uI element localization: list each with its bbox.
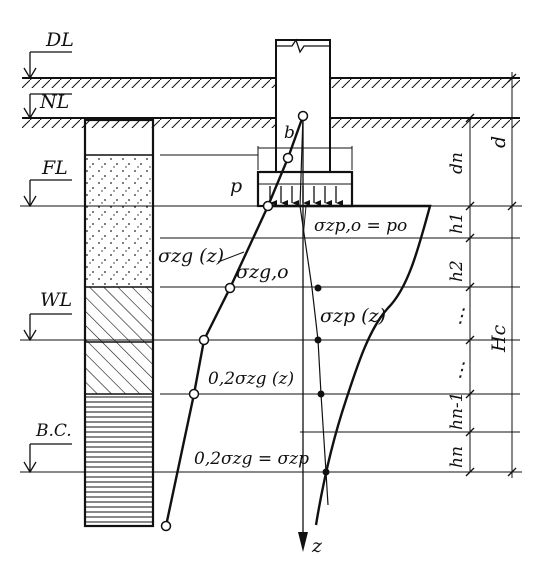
sigma-zp0-label: σzp,o = po — [314, 216, 407, 236]
wl-label: WL — [40, 289, 72, 311]
hn-label: hn — [447, 446, 467, 468]
hc-label: Hc — [488, 324, 510, 353]
hn1-label: hn-1 — [447, 392, 467, 430]
dl-label: DL — [45, 29, 74, 51]
footing — [256, 170, 354, 208]
sigma-zg0-label: σzg,o — [236, 261, 289, 283]
dn-label: dn — [447, 152, 467, 174]
column-outline — [83, 118, 155, 528]
fl-label: FL — [41, 157, 68, 179]
sigma-zp-curve — [268, 204, 432, 526]
nl-label: NL — [39, 91, 69, 113]
z-axis-arrow — [298, 532, 308, 552]
z-axis: z — [298, 118, 323, 557]
ground-surfaces — [22, 77, 520, 128]
bc-label: B.C. — [35, 421, 72, 441]
d-label: d — [488, 136, 510, 148]
sigma-zg02-label: 0,2σzg (z) — [208, 369, 294, 389]
h1-label: h1 — [447, 212, 467, 234]
design-level-hatch — [22, 79, 520, 88]
dots-label-1: ⋮ — [451, 305, 470, 327]
reference-lines — [20, 154, 522, 473]
clay-layer-1 — [85, 287, 153, 342]
bc-marker: B.C. — [23, 421, 72, 474]
wl-marker: WL — [23, 289, 72, 342]
fl-marker: FL — [23, 157, 72, 208]
foundation: p b — [230, 38, 354, 208]
sand-layer — [85, 155, 153, 287]
width-b-label: b — [284, 123, 295, 143]
filled-markers — [314, 284, 330, 476]
h2-label: h2 — [447, 260, 467, 282]
sigma-zg-label: σzg (z) — [158, 245, 224, 267]
bedrock-layer — [85, 394, 153, 526]
level-markers: DL NL FL WL B.C. — [23, 29, 74, 474]
sigma-zp-tick — [302, 205, 307, 239]
stress-curves — [160, 110, 432, 532]
z-axis-label: z — [311, 535, 323, 557]
clay-layer-2 — [85, 342, 153, 394]
width-b-dimension: b — [257, 123, 353, 170]
sigma-zp-label: σzp (z) — [320, 305, 386, 327]
stress-labels: σzg (z) σzg,o σzp,o = po σzp (z) 0,2σzg … — [158, 216, 407, 469]
dimension-chain: dn d h1 h2 ⋮ ⋮ hn-1 hn Hc — [447, 72, 517, 478]
dots-label-2: ⋮ — [451, 359, 470, 381]
load-p-label: p — [230, 175, 242, 197]
limit-label: 0,2σzg = σzp — [194, 449, 309, 469]
natural-level-hatch — [22, 119, 520, 128]
break-mark — [276, 38, 330, 54]
soil-column — [83, 118, 155, 528]
dl-marker: DL — [23, 29, 74, 80]
nl-marker: NL — [23, 91, 72, 120]
open-markers — [160, 110, 309, 532]
